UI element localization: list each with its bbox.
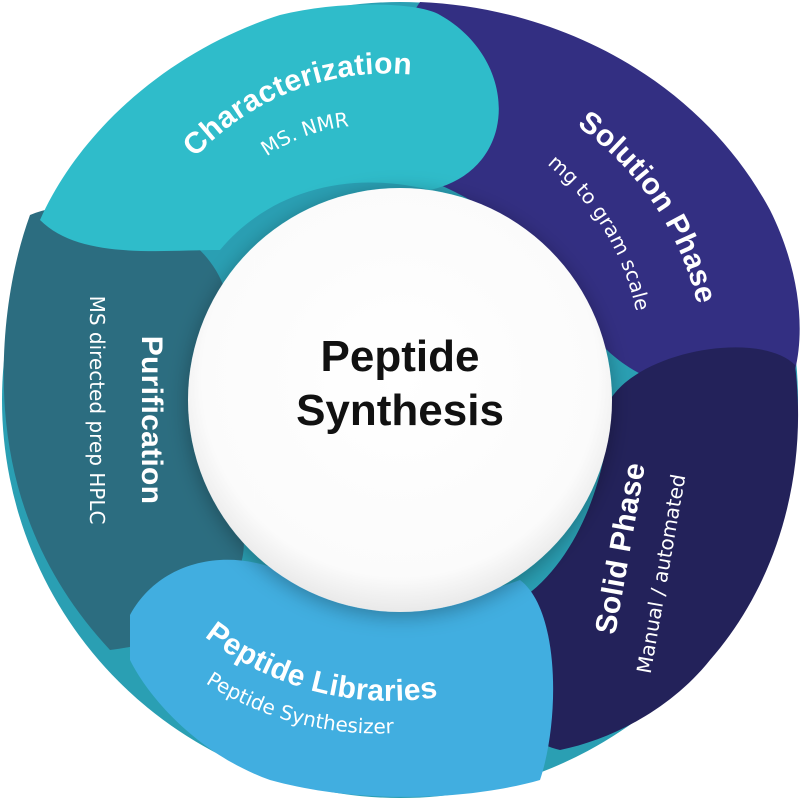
segment-title-purification: Purification: [135, 336, 168, 505]
center-title: Peptide Synthesis: [245, 330, 555, 438]
center-title-line-2: Synthesis: [296, 386, 504, 435]
center-title-line-1: Peptide: [320, 332, 480, 381]
segment-characterization[interactable]: [40, 4, 499, 252]
segment-solid-phase[interactable]: [489, 347, 799, 750]
segment-purification[interactable]: [3, 205, 244, 650]
segment-subtitle-purification: MS directed prep HPLC: [85, 296, 109, 525]
center-circle: [188, 188, 612, 612]
segment-peptide-libraries[interactable]: [130, 559, 554, 797]
